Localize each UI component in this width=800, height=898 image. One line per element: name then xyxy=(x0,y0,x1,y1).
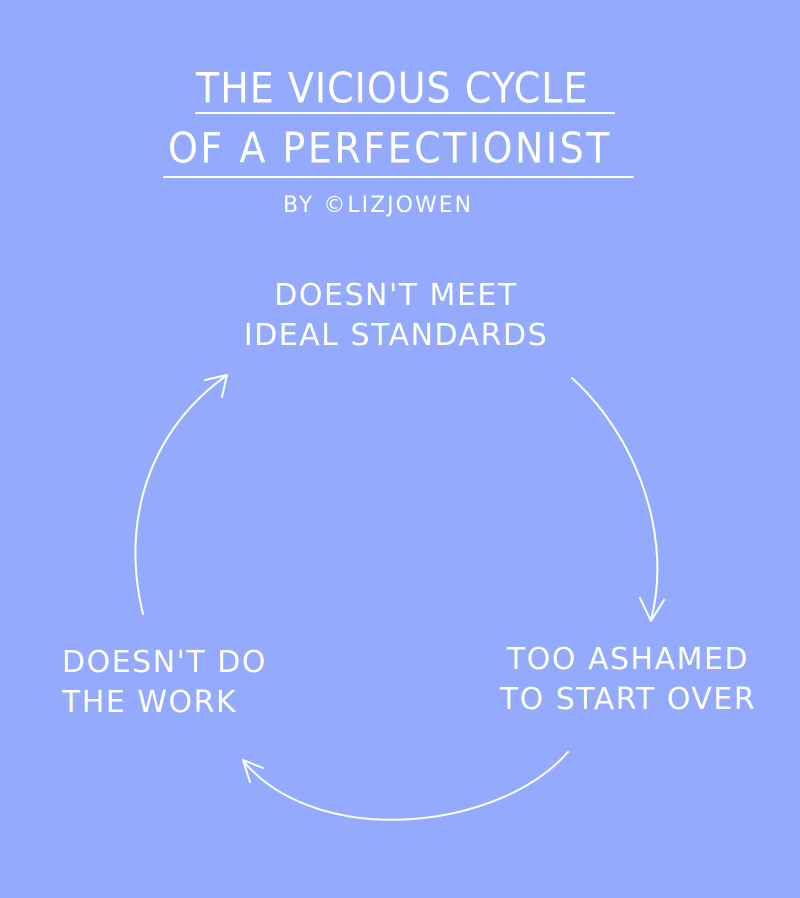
arrow-top-to-right xyxy=(571,377,659,621)
cycle-node-right-line-1: TOO ASHAMED xyxy=(506,642,750,677)
arrow-top-to-right-head xyxy=(639,597,665,622)
cycle-node-top-line-1: DOESN'T MEET xyxy=(274,278,518,313)
title-line-2: OF A PERFECTIONIST xyxy=(168,123,612,173)
cycle-node-right: TOO ASHAMED TO START OVER xyxy=(494,640,762,720)
cycle-node-right-line-2: TO START OVER xyxy=(499,682,757,717)
cycle-node-left: DOESN'T DO THE WORK xyxy=(50,643,292,723)
cycle-node-left-line-1: DOESN'T DO xyxy=(62,645,267,680)
cycle-node-top: DOESN'T MEET IDEAL STANDARDS xyxy=(236,276,556,356)
byline: BY ©LIZJOWEN xyxy=(283,193,474,218)
arrow-left-to-top xyxy=(134,375,227,615)
arrow-right-to-left-head xyxy=(242,759,264,783)
title-underline-2 xyxy=(163,176,634,178)
title-line-1: THE VICIOUS CYCLE xyxy=(196,63,589,113)
arrow-left-to-top-head xyxy=(204,374,228,398)
cycle-node-left-line-2: THE WORK xyxy=(62,685,238,720)
cycle-node-top-line-2: IDEAL STANDARDS xyxy=(243,318,549,353)
title-underline-1 xyxy=(195,112,615,114)
arrow-right-to-left xyxy=(243,751,569,821)
